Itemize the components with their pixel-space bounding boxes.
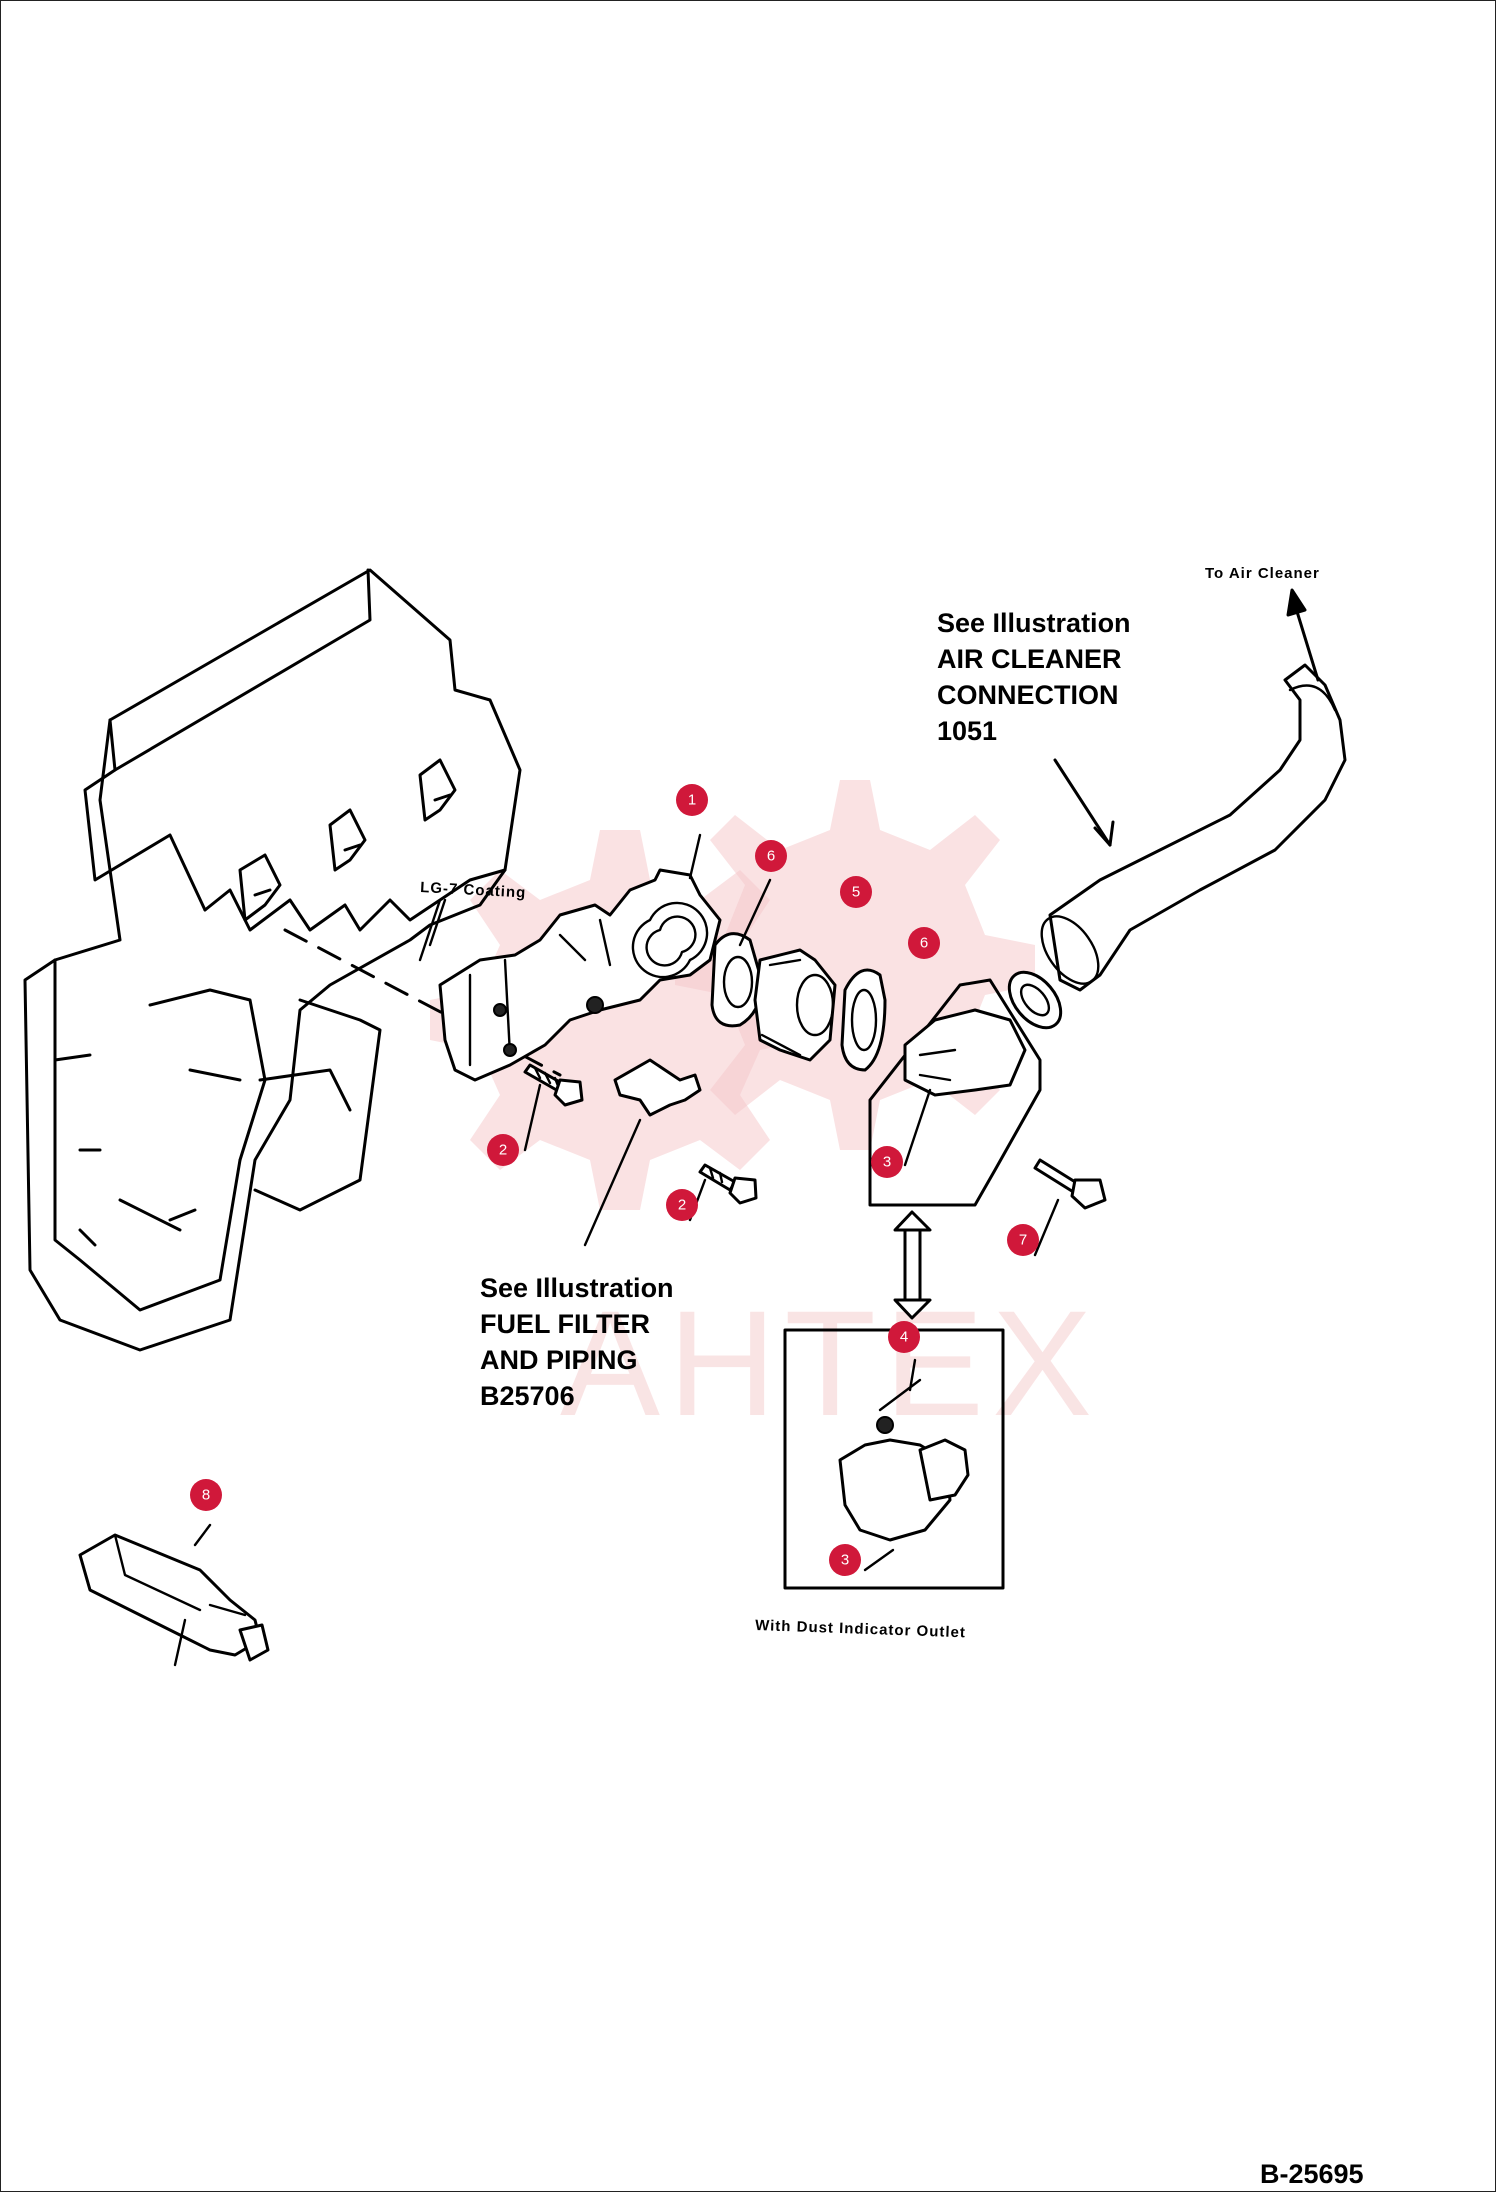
bolt-part: [1033, 1158, 1107, 1210]
gasket-part: [840, 968, 887, 1072]
gasket-part: [710, 932, 763, 1028]
callout-number: 6: [767, 848, 775, 865]
callout-number: 1: [688, 792, 696, 809]
elbow-part: [903, 1008, 1027, 1097]
fuel-filter-ref-line-1: See Illustration: [480, 1273, 674, 1303]
bolt-part: [698, 1163, 758, 1205]
reference-air-cleaner: See Illustration AIR CLEANER CONNECTION …: [937, 608, 1131, 746]
callout-marker: 2: [666, 1189, 698, 1221]
reference-fuel-filter: See Illustration FUEL FILTER AND PIPING …: [480, 1273, 674, 1411]
dust-indicator-label: With Dust Indicator Outlet: [755, 1617, 966, 1641]
manifold-part: [438, 868, 722, 1082]
callout-marker: 6: [908, 927, 940, 959]
callout-number: 2: [499, 1142, 507, 1159]
leader-lines: [193, 833, 1060, 1572]
fuel-filter-ref-line-2: FUEL FILTER: [480, 1309, 650, 1339]
small-labels: To Air Cleaner LG-7 Coating With Dust In…: [420, 565, 1320, 1641]
callout-marker: 7: [1007, 1224, 1039, 1256]
fuel-filter-ref-line-3: AND PIPING: [480, 1345, 638, 1375]
callout-marker: 8: [190, 1479, 222, 1511]
callout-number: 2: [678, 1197, 686, 1214]
callout-number: 3: [883, 1154, 891, 1171]
drawing-number: B-25695: [1260, 2159, 1364, 2189]
callout-marker: 4: [888, 1321, 920, 1353]
callout-markers: 1 2 2 3 3 4 5 6 6 7 8: [190, 784, 1039, 1576]
engine-block: [23, 568, 562, 1352]
to-air-cleaner-label: To Air Cleaner: [1205, 565, 1320, 582]
air-cleaner-ref-line-1: See Illustration: [937, 608, 1131, 638]
reference-arrow: [1053, 588, 1320, 847]
callout-number: 7: [1019, 1232, 1027, 1249]
fuel-filter-ref-line-4: B25706: [480, 1381, 575, 1411]
callout-marker: 1: [676, 784, 708, 816]
air-cleaner-ref-line-3: CONNECTION: [937, 680, 1119, 710]
bracket-part: [613, 1058, 702, 1117]
ring-part: [1007, 970, 1063, 1030]
watermark-text: АНТЕХ: [560, 1279, 1100, 1447]
callout-number: 6: [920, 935, 928, 952]
air-cleaner-ref-line-2: AIR CLEANER: [937, 644, 1122, 674]
callout-number: 4: [900, 1329, 908, 1346]
air-cleaner-ref-line-4: 1051: [937, 716, 997, 746]
callout-marker: 5: [840, 876, 872, 908]
callout-number: 3: [841, 1552, 849, 1569]
callout-marker: 3: [871, 1146, 903, 1178]
bolt-part: [523, 1063, 584, 1107]
double-arrow: [893, 1210, 932, 1320]
callout-marker: 2: [487, 1134, 519, 1166]
elbow-part: [753, 948, 837, 1062]
hose-part: [1040, 663, 1347, 992]
callout-marker: 3: [829, 1544, 861, 1576]
callout-marker: 6: [755, 840, 787, 872]
callout-number: 8: [202, 1487, 210, 1504]
tool-part: [78, 1533, 270, 1667]
callout-number: 5: [852, 884, 860, 901]
lg7-coating-label: LG-7 Coating: [420, 879, 527, 902]
